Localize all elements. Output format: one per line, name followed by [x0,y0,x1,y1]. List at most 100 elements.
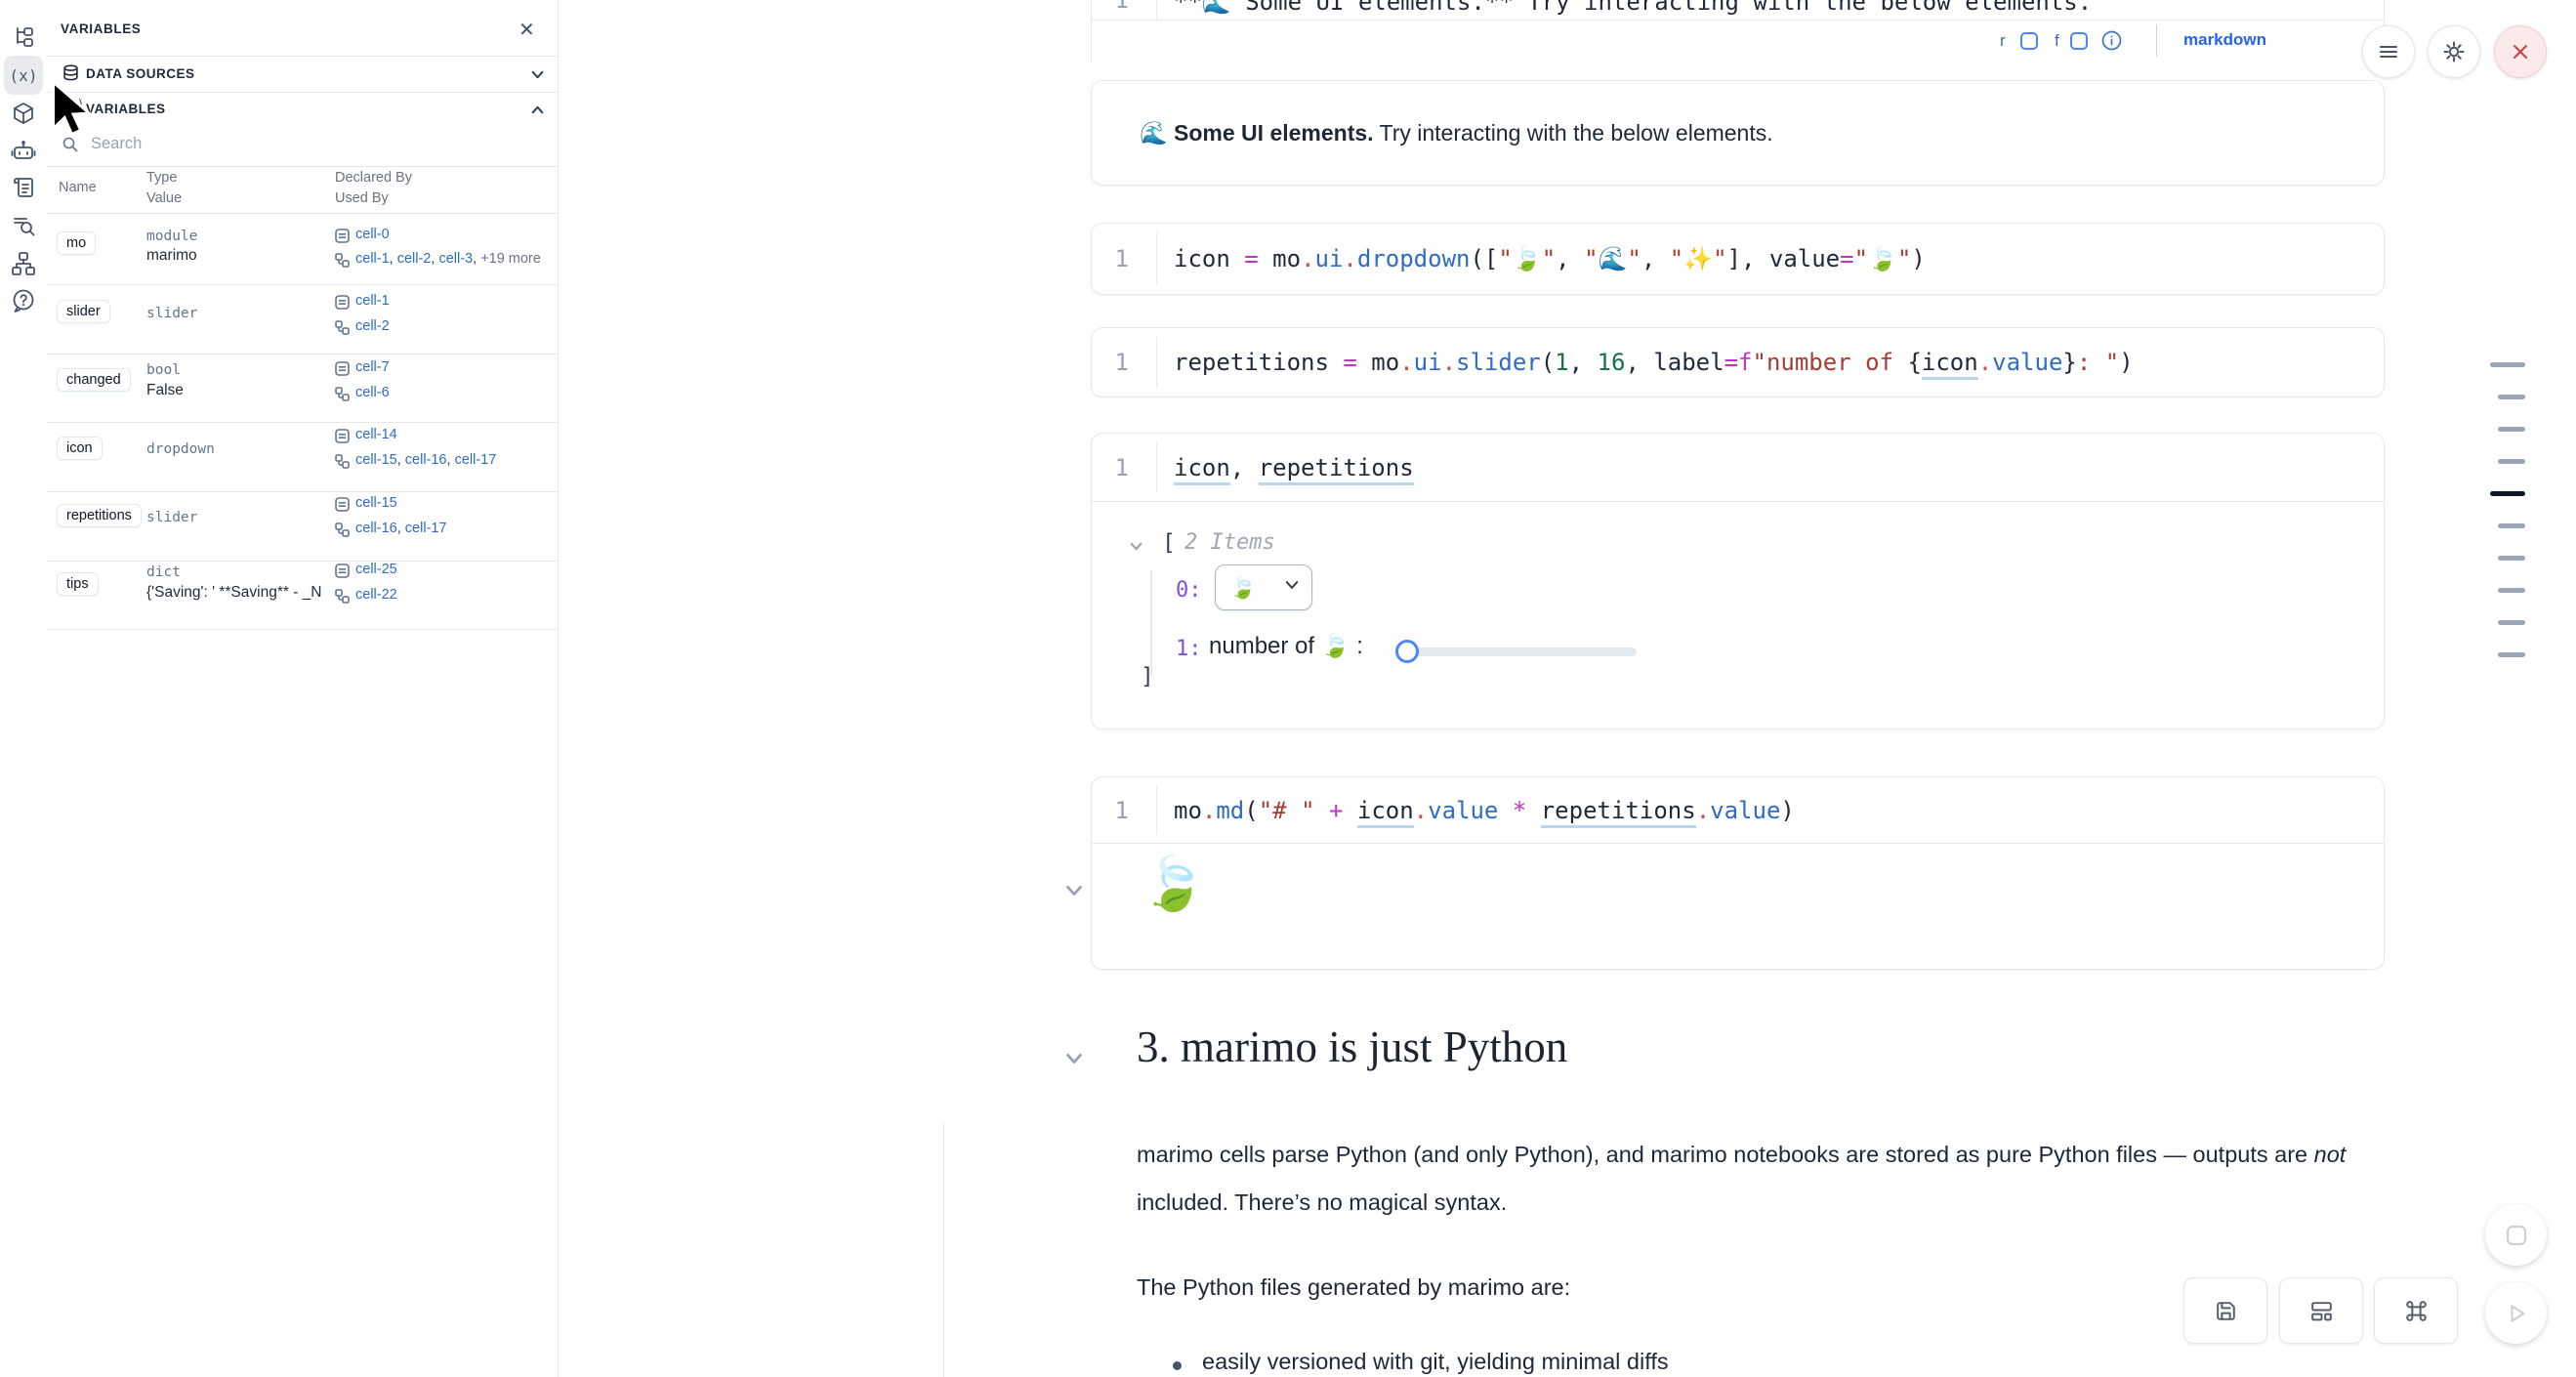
activity-rail: (x) [0,0,47,1377]
declared-by-links[interactable]: cell-0 [355,227,390,242]
minimap-dash[interactable] [2498,523,2525,528]
chevron-down-icon[interactable] [530,67,545,87]
logs-search-icon[interactable] [4,206,43,245]
output-collapse-icon[interactable] [1064,881,1084,905]
slider-track[interactable] [1414,647,1637,656]
var-value: False [146,382,184,398]
declared-by-links[interactable]: cell-14 [355,427,397,442]
col-value: Value [146,190,183,206]
code-line[interactable]: icon, repetitions [1174,453,1414,485]
search-icon [62,137,78,157]
minimap-dash[interactable] [2490,362,2525,367]
var-type: bool [146,362,181,378]
layout-button[interactable] [2279,1277,2363,1344]
markdown-output: 🌊 Some UI elements. Try interacting with… [1091,80,2385,186]
item-index: 0: [1176,578,1202,603]
cell-settings-button[interactable] [2428,25,2480,78]
format-checkbox[interactable] [2070,32,2088,50]
var-name-badge[interactable]: repetitions [57,504,142,527]
declared-by-links[interactable]: cell-25 [355,562,397,577]
run-button[interactable] [2485,1282,2547,1344]
tree-collapse-icon[interactable] [1129,539,1143,559]
section-collapse-icon[interactable] [1064,1049,1084,1073]
minimap-dash[interactable] [2498,459,2525,464]
divider [47,491,558,492]
toolbar-divider [2156,24,2157,57]
snippets-icon[interactable] [4,168,43,207]
dependency-graph-icon[interactable] [4,244,43,283]
document-icon [335,295,350,314]
used-by-links[interactable]: cell-1, cell-2, cell-3, +19 more [355,251,541,267]
info-icon[interactable] [2101,30,2122,56]
var-type: module [146,229,198,244]
variables-panel-icon[interactable]: (x) [4,56,43,95]
stop-button[interactable] [2485,1204,2547,1266]
var-name-badge[interactable]: tips [57,572,99,596]
var-type: dict [146,564,181,580]
minimap-dash[interactable] [2498,652,2525,657]
code-line[interactable]: mo.md("# " + icon.value * repetitions.va… [1174,796,1795,828]
close-cell-button[interactable] [2494,25,2547,78]
packages-icon[interactable] [4,94,43,133]
slider-label: number of 🍃 : [1209,633,1363,659]
declared-by-links[interactable]: cell-7 [355,359,390,375]
minimap-dash-active[interactable] [2490,491,2525,496]
line-number: 1 [1114,453,1129,481]
used-by-links[interactable]: cell-16, cell-17 [355,521,447,536]
divider [47,166,558,167]
var-name-badge[interactable]: mo [57,231,97,255]
var-value: marimo [146,247,197,264]
keyboard-shortcuts-button[interactable] [2374,1277,2458,1344]
code-cell-dropdown[interactable]: 1 icon = mo.ui.dropdown(["🍃", "🌊", "✨"],… [1091,223,2385,295]
used-by-links[interactable]: cell-2 [355,318,390,334]
panel-border [558,0,559,1377]
reactive-checkbox[interactable] [2020,32,2038,50]
used-by-links[interactable]: cell-15, cell-16, cell-17 [355,452,497,468]
link-icon [335,522,350,542]
clipped-code-line: **🌊 Some UI elements.** Try interacting … [1174,0,2093,16]
declared-by-links[interactable]: cell-1 [355,293,390,309]
var-name-badge[interactable]: changed [57,368,131,392]
used-by-links[interactable]: cell-6 [355,385,390,400]
minimap-dash[interactable] [2498,427,2525,432]
minimap-dash[interactable] [2498,588,2525,593]
markdown-cell-editor[interactable]: 1 **🌊 Some UI elements.** Try interactin… [1091,0,2385,63]
icon-dropdown-select[interactable]: 🍃 [1215,564,1312,610]
items-count-label: 2 Items [1184,530,1275,555]
divider [47,56,558,57]
used-by-links[interactable]: cell-22 [355,587,397,603]
variables-label: VARIABLES [86,102,166,116]
slider-thumb[interactable] [1395,640,1419,663]
chevron-up-icon[interactable] [530,103,545,122]
output-text: Try interacting with the below elements. [1373,119,1773,146]
help-icon[interactable] [4,281,43,320]
variables-glyph: (x) [9,65,38,85]
database-icon [62,64,79,86]
code-line[interactable]: repetitions = mo.ui.slider(1, 16, label=… [1174,349,2134,380]
bracket-close: ] [1141,664,1154,689]
bracket-open: [ [1162,530,1176,556]
code-cell-md[interactable]: 1 mo.md("# " + icon.value * repetitions.… [1091,776,2385,970]
code-line[interactable]: icon = mo.ui.dropdown(["🍃", "🌊", "✨"], v… [1174,245,1926,272]
divider [1092,20,2384,21]
section-heading: 3. marimo is just Python [1137,1022,1568,1071]
ai-assistant-icon[interactable] [4,132,43,171]
file-tree-icon[interactable] [4,18,43,57]
cell-menu-button[interactable] [2362,25,2415,78]
divider [47,92,558,93]
link-icon [335,320,350,340]
minimap-dash[interactable] [2498,620,2525,625]
minimap-dash[interactable] [2498,395,2525,399]
var-name-badge[interactable]: slider [57,300,110,323]
var-name-badge[interactable]: icon [57,437,103,460]
line-number: 1 [1114,349,1129,376]
search-placeholder: Search [91,135,143,152]
cell-language-label[interactable]: markdown [2183,30,2267,49]
close-panel-icon[interactable]: ✕ [519,20,535,41]
save-button[interactable] [2183,1277,2267,1344]
code-cell-tuple[interactable]: 1 icon, repetitions [ 2 Items 0: 🍃 1: nu… [1091,433,2385,730]
code-cell-slider[interactable]: 1 repetitions = mo.ui.slider(1, 16, labe… [1091,327,2385,397]
chevron-down-icon [1284,577,1300,598]
declared-by-links[interactable]: cell-15 [355,495,397,511]
minimap-dash[interactable] [2498,556,2525,561]
